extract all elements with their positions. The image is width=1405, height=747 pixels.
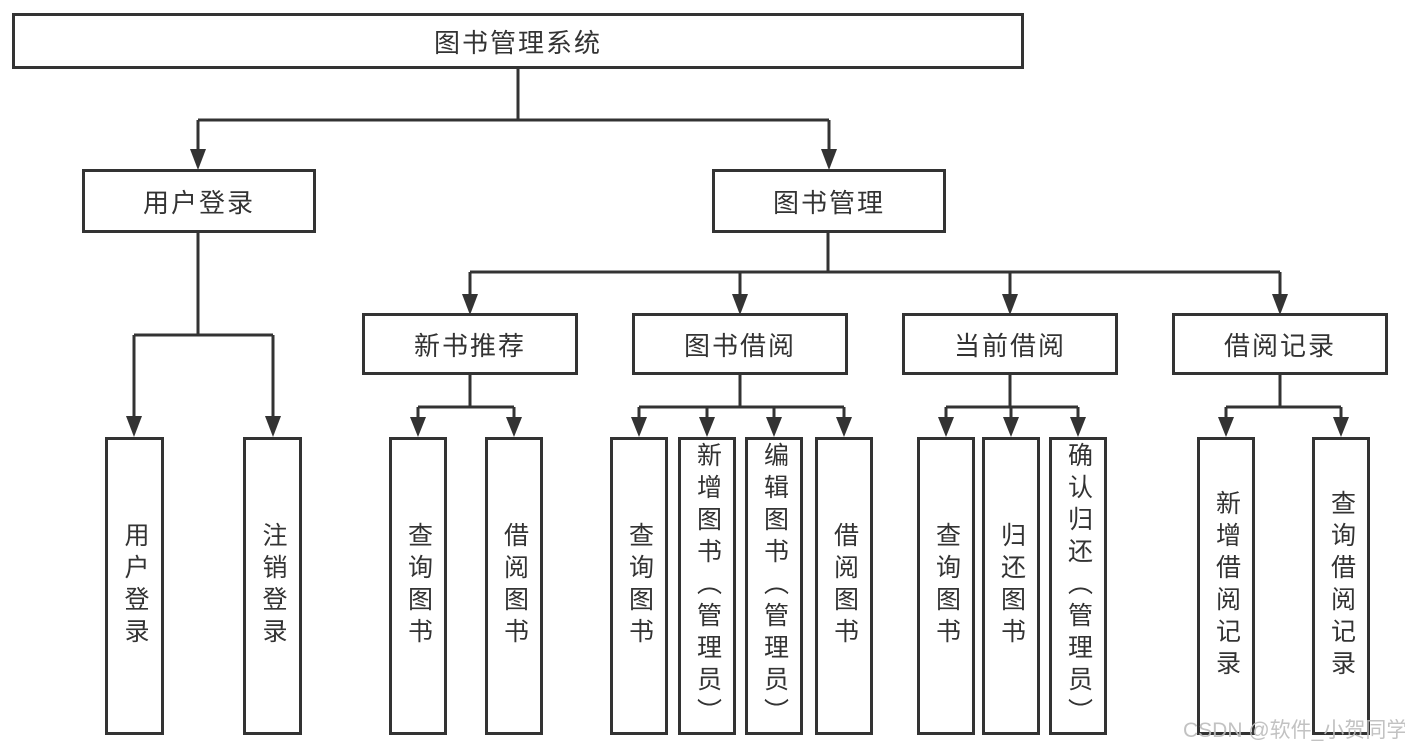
leaf-add-borrow-record: 新增借阅记录	[1197, 437, 1255, 735]
leaf-logout: 注销登录	[243, 437, 302, 735]
leaf-add-book-admin: 新增图书（管理员）	[678, 437, 736, 735]
leaf-query-books-borrow: 查询图书	[610, 437, 668, 735]
node-new-book-recommend: 新书推荐	[362, 313, 578, 375]
leaf-query-books-recommend: 查询图书	[389, 437, 447, 735]
leaf-edit-book-admin: 编辑图书（管理员）	[745, 437, 803, 735]
watermark: CSDN @软件_小贺同学	[1183, 719, 1405, 742]
node-current-borrow: 当前借阅	[902, 313, 1118, 375]
node-root: 图书管理系统	[12, 13, 1024, 69]
leaf-query-borrow-record: 查询借阅记录	[1312, 437, 1370, 735]
node-book-borrow: 图书借阅	[632, 313, 848, 375]
leaf-confirm-return-admin: 确认归还（管理员）	[1049, 437, 1107, 735]
node-book-management: 图书管理	[712, 169, 946, 233]
node-user-login: 用户登录	[82, 169, 316, 233]
leaf-borrow-books-recommend: 借阅图书	[485, 437, 543, 735]
leaf-borrow-books: 借阅图书	[815, 437, 873, 735]
node-borrow-records: 借阅记录	[1172, 313, 1388, 375]
leaf-return-book: 归还图书	[982, 437, 1040, 735]
leaf-query-books-current: 查询图书	[917, 437, 975, 735]
leaf-user-login: 用户登录	[105, 437, 164, 735]
